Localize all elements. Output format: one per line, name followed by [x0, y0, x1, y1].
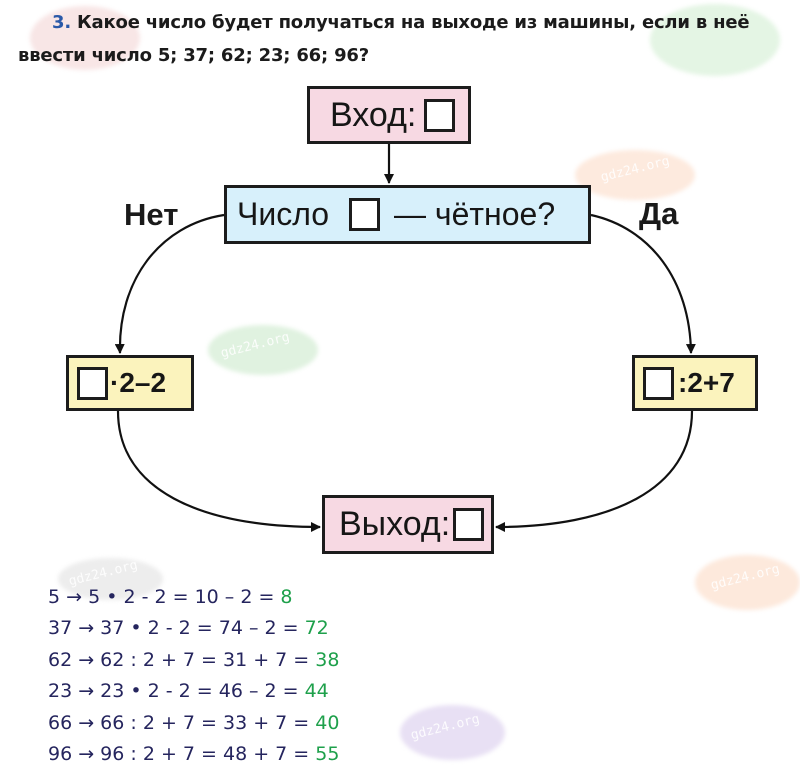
even-operation-box: :2+7: [632, 355, 758, 411]
solution-row: 5 → 5 • 2 - 2 = 10 – 2 = 8: [48, 582, 339, 613]
watermark-blob: [650, 4, 780, 76]
watermark-blob: [208, 325, 318, 375]
odd-operation-box: ·2–2: [66, 355, 194, 411]
solution-expression: 23 → 23 • 2 - 2 = 46 – 2 =: [48, 680, 305, 703]
solution-expression: 66 → 66 : 2 + 7 = 33 + 7 =: [48, 711, 316, 734]
solution-row: 66 → 66 : 2 + 7 = 33 + 7 = 40: [48, 708, 339, 739]
arrow-odd-to-output: [116, 410, 321, 532]
watermark-blob: [58, 558, 163, 600]
condition-box: Число — чётное?: [224, 185, 591, 244]
blank-square-icon: [643, 366, 674, 400]
solution-expression: 37 → 37 • 2 - 2 = 74 – 2 =: [48, 617, 305, 640]
solutions-list: 5 → 5 • 2 - 2 = 10 – 2 = 8 37 → 37 • 2 -…: [48, 582, 339, 770]
solution-row: 96 → 96 : 2 + 7 = 48 + 7 = 55: [48, 739, 339, 770]
branch-label-no: Нет: [124, 197, 179, 232]
solution-expression: 96 → 96 : 2 + 7 = 48 + 7 =: [48, 742, 316, 765]
solution-row: 23 → 23 • 2 - 2 = 46 – 2 = 44: [48, 676, 339, 707]
blank-square-icon: [453, 508, 485, 541]
solution-row: 62 → 62 : 2 + 7 = 31 + 7 = 38: [48, 645, 339, 676]
odd-operation: ·2–2: [110, 367, 167, 398]
arrow-yes-branch: [590, 213, 696, 354]
solution-result: 38: [315, 648, 340, 671]
output-label: Выход:: [339, 505, 451, 543]
branch-label-yes: Да: [639, 196, 679, 231]
condition-label-before: Число: [237, 196, 330, 232]
task-text: Какое число будет получаться на выходе и…: [18, 12, 750, 66]
output-box: Выход:: [322, 495, 494, 554]
solution-result: 44: [304, 680, 329, 703]
watermark-blob: [400, 705, 505, 760]
solution-expression: 5 → 5 • 2 - 2 = 10 – 2 =: [48, 586, 281, 608]
solution-result: 72: [304, 617, 329, 640]
blank-square-icon: [424, 98, 456, 132]
arrow-no-branch: [114, 213, 225, 354]
condition-label-after: — чётное?: [394, 196, 556, 232]
arrow-even-to-output: [495, 410, 694, 532]
solution-result: 8: [280, 586, 293, 608]
watermark-blob: [30, 6, 140, 70]
watermark-blob: [575, 150, 695, 200]
blank-square-icon: [77, 366, 108, 400]
solution-result: 40: [315, 711, 340, 734]
blank-square-icon: [349, 198, 381, 231]
even-operation: :2+7: [678, 367, 735, 398]
solution-result: 55: [315, 742, 340, 765]
input-box: Вход:: [307, 86, 471, 144]
task-statement: 3. Какое число будет получаться на выход…: [18, 6, 788, 72]
input-label: Вход:: [330, 95, 417, 134]
solution-row: 37 → 37 • 2 - 2 = 74 – 2 = 72: [48, 613, 339, 644]
watermark-blob: [695, 555, 800, 610]
solution-expression: 62 → 62 : 2 + 7 = 31 + 7 =: [48, 648, 316, 671]
task-number: 3.: [52, 12, 71, 33]
